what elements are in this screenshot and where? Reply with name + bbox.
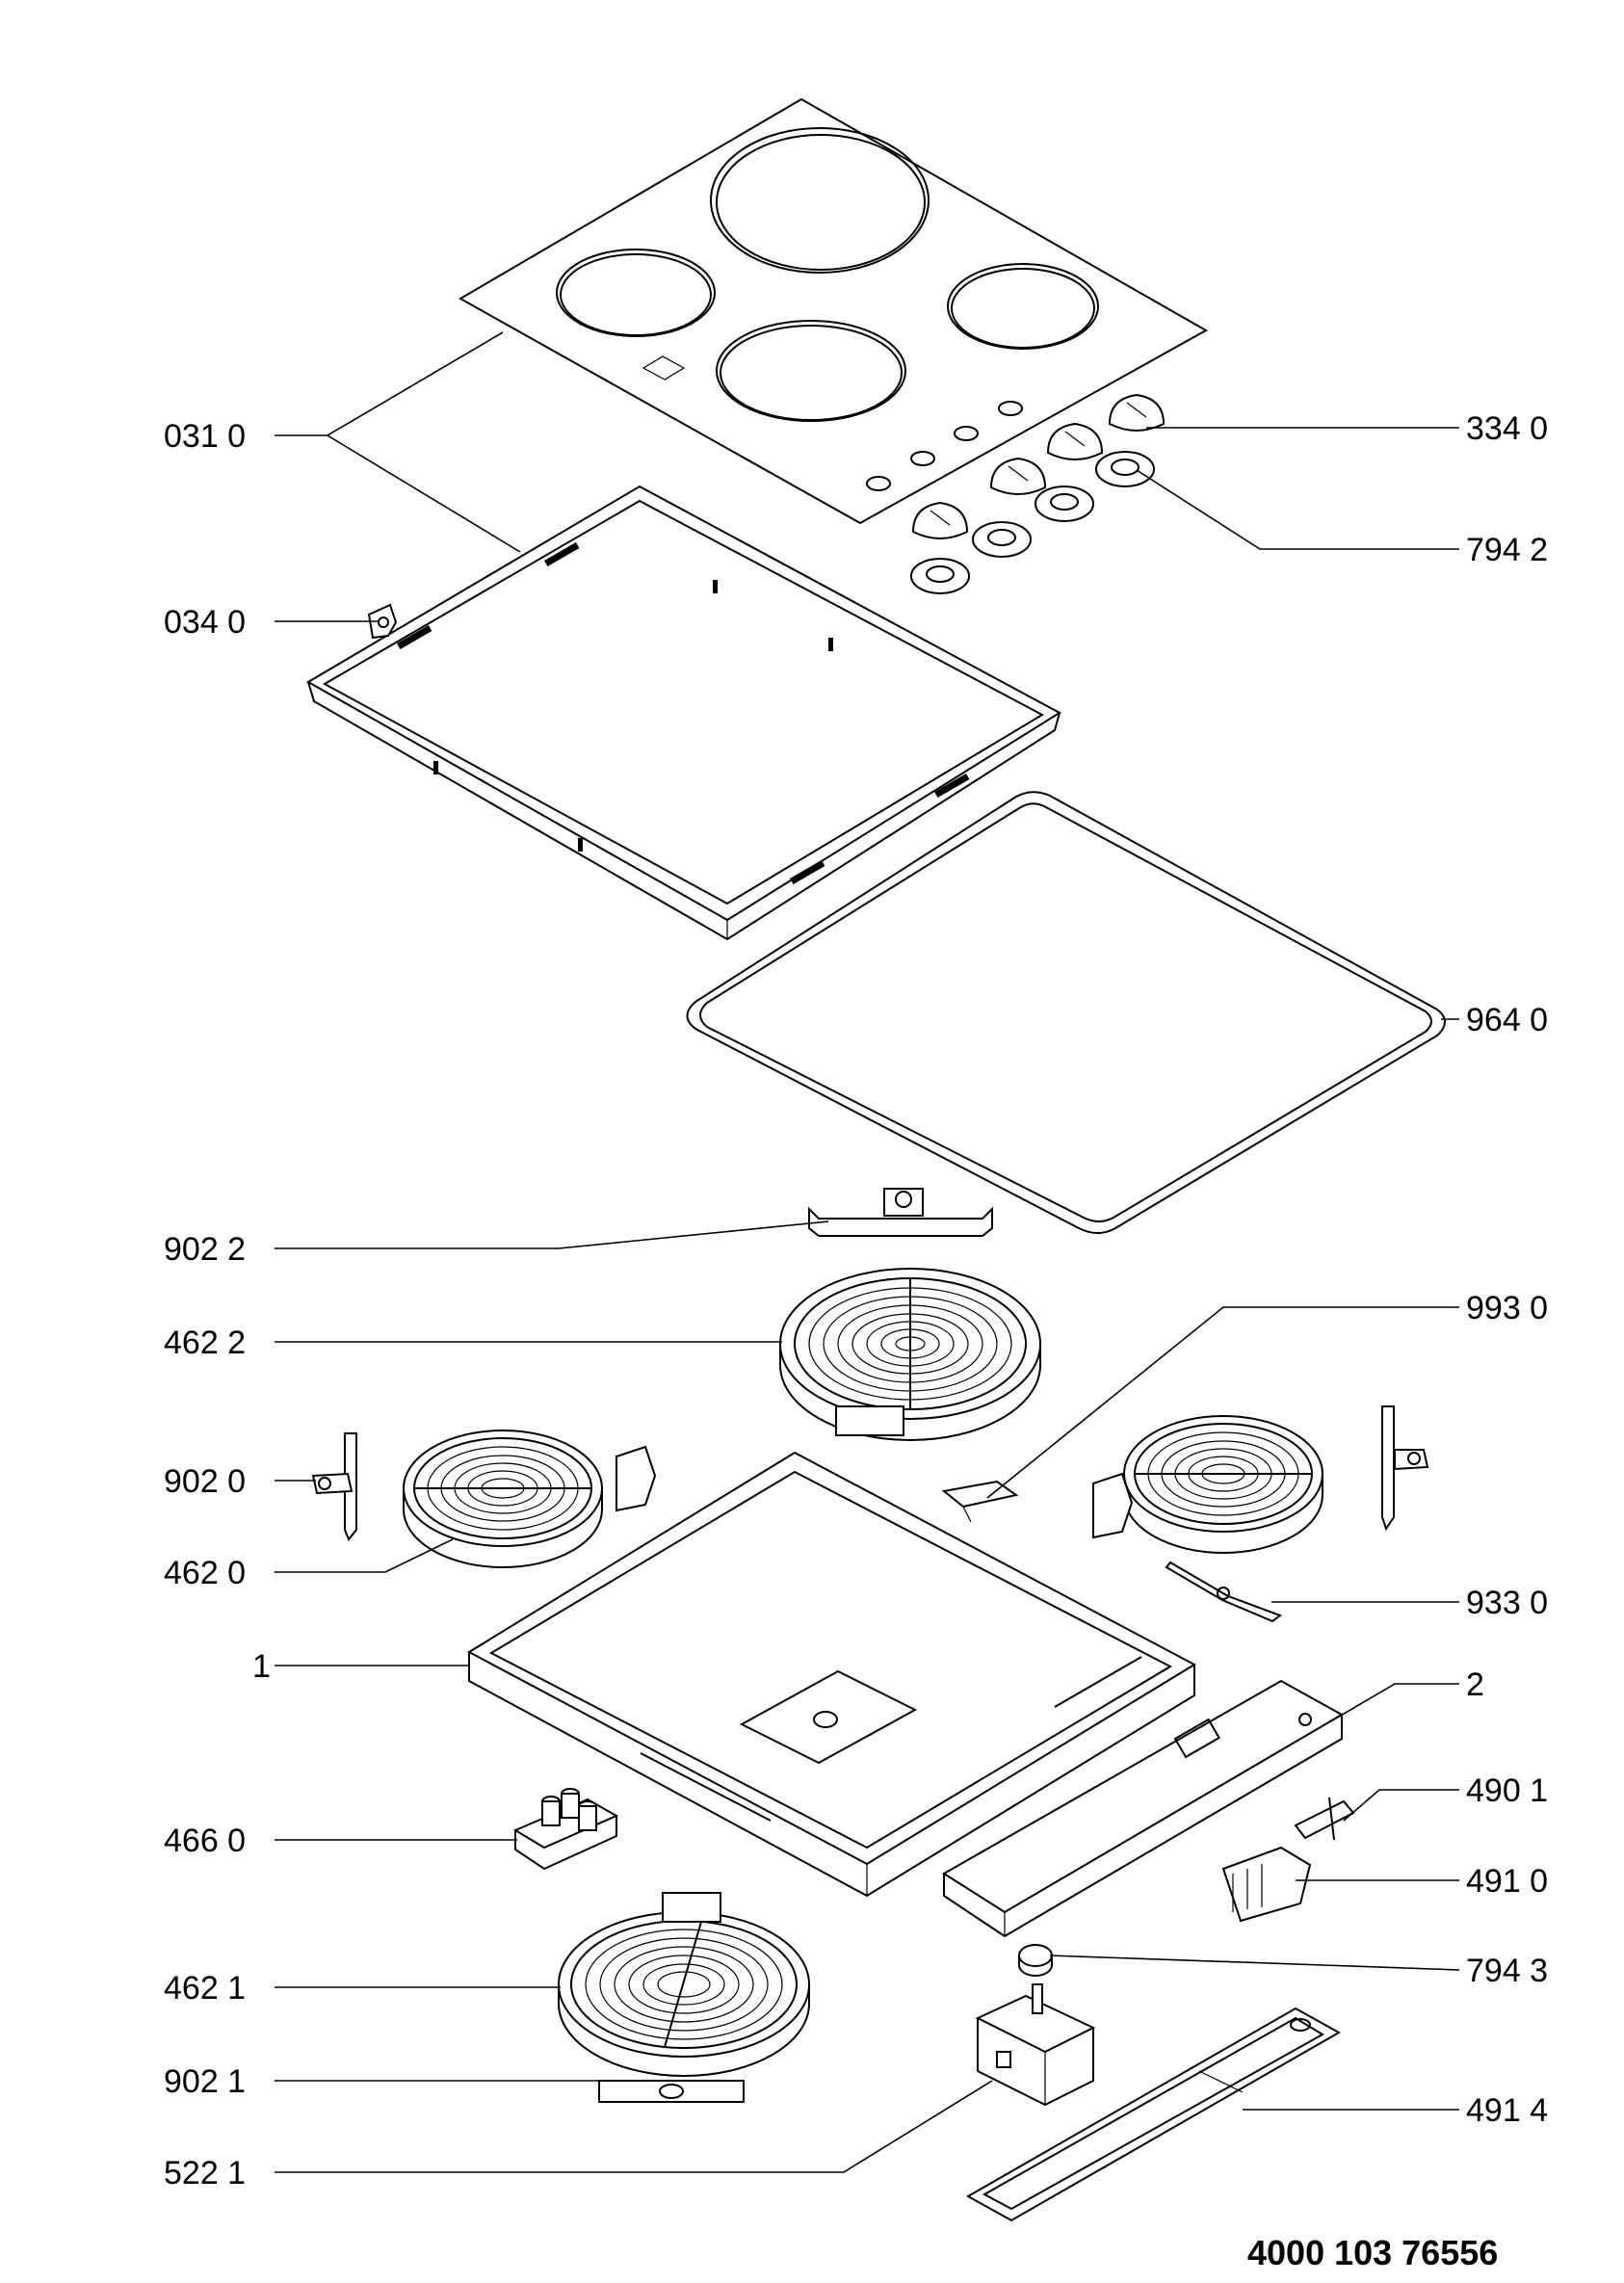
- part-794-3: [1018, 1944, 1053, 1977]
- part-clip-034: [367, 603, 398, 640]
- label-462-1: 462 1: [164, 1970, 247, 2007]
- label-490-1: 490 1: [1466, 1772, 1549, 1809]
- part-base-tray: [466, 1451, 1197, 1898]
- label-2: 2: [1466, 1666, 1484, 1703]
- part-control-knobs: [911, 393, 1166, 539]
- label-933-0: 933 0: [1466, 1585, 1549, 1621]
- label-902-2: 902 2: [164, 1231, 247, 1268]
- part-spring-933: [1165, 1561, 1283, 1623]
- part-bracket-902-0: [311, 1432, 357, 1541]
- label-902-1: 902 1: [164, 2063, 247, 2100]
- part-cover-plate: [965, 2007, 1342, 2222]
- part-heater-462-1: [558, 1892, 810, 2077]
- part-491-0: [1221, 1846, 1312, 1923]
- part-heater-right: [1092, 1405, 1429, 1554]
- label-902-0: 902 0: [164, 1463, 247, 1500]
- part-bracket-902-2: [808, 1188, 993, 1237]
- label-034-0: 034 0: [164, 604, 247, 641]
- label-462-0: 462 0: [164, 1555, 247, 1591]
- label-522-1: 522 1: [164, 2155, 247, 2191]
- part-gasket: [686, 791, 1446, 1234]
- part-frame: [306, 485, 1061, 941]
- label-993-0: 993 0: [1466, 1290, 1549, 1326]
- part-heater-462-0: [403, 1430, 657, 1568]
- label-334-0: 334 0: [1466, 410, 1549, 447]
- label-491-0: 491 0: [1466, 1863, 1549, 1900]
- part-bracket-902-1: [598, 2080, 745, 2103]
- label-462-2: 462 2: [164, 1325, 247, 1361]
- part-ceramic-glass-top: [458, 97, 1209, 525]
- label-794-2: 794 2: [1466, 532, 1549, 568]
- part-heater-462-2: [779, 1268, 1041, 1441]
- label-466-0: 466 0: [164, 1823, 247, 1859]
- label-491-4: 491 4: [1466, 2092, 1549, 2129]
- label-1: 1: [252, 1648, 271, 1685]
- part-490-1: [1294, 1797, 1355, 1841]
- label-794-3: 794 3: [1466, 1953, 1549, 1989]
- part-energy-regulator: [975, 1983, 1096, 2107]
- document-number: 4000 103 76556: [1247, 2233, 1499, 2272]
- part-spring-993: [941, 1480, 1019, 1523]
- part-knob-bezels: [910, 451, 1155, 594]
- label-964-0: 964 0: [1466, 1002, 1549, 1038]
- part-terminal-block: [512, 1788, 619, 1871]
- leader-lines: [275, 331, 1460, 2173]
- label-031-0: 031 0: [164, 418, 247, 455]
